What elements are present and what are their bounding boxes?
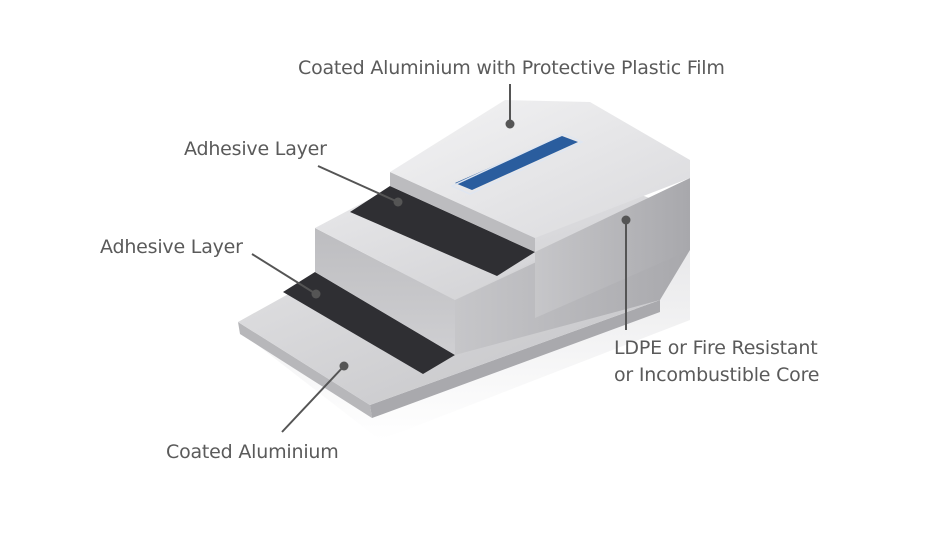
label-bottom-coated-aluminium: Coated Aluminium — [166, 441, 339, 463]
label-core-line-2: or Incombustible Core — [614, 364, 820, 386]
base-layer-front-edge — [238, 322, 372, 418]
dot-adhesive-upper — [393, 197, 403, 207]
brand-logo-strip — [450, 133, 584, 195]
core-step-front — [315, 228, 455, 355]
dot-top — [505, 119, 515, 129]
leader-dots — [311, 119, 631, 371]
base-layer-right-edge — [370, 300, 660, 418]
dot-adhesive-lower — [311, 289, 321, 299]
floor-shadow — [238, 250, 690, 440]
top-block-front — [390, 172, 535, 252]
dot-bottom — [339, 361, 349, 371]
core-right-face-upper — [535, 178, 690, 318]
lower-adhesive-stripe — [283, 272, 455, 374]
label-adhesive-layer-upper: Adhesive Layer — [184, 138, 327, 160]
top-aluminium-face — [390, 100, 690, 238]
leader-lines — [251, 84, 627, 433]
leader-bottom — [281, 365, 345, 433]
leader-adhesive-upper — [317, 165, 399, 203]
label-core-line-1: LDPE or Fire Resistant — [614, 337, 818, 359]
label-adhesive-layer-lower: Adhesive Layer — [100, 236, 243, 258]
leader-adhesive-lower — [251, 253, 317, 295]
upper-adhesive-stripe — [350, 186, 535, 276]
dot-core — [621, 215, 631, 225]
label-top-coated-aluminium: Coated Aluminium with Protective Plastic… — [298, 57, 725, 79]
